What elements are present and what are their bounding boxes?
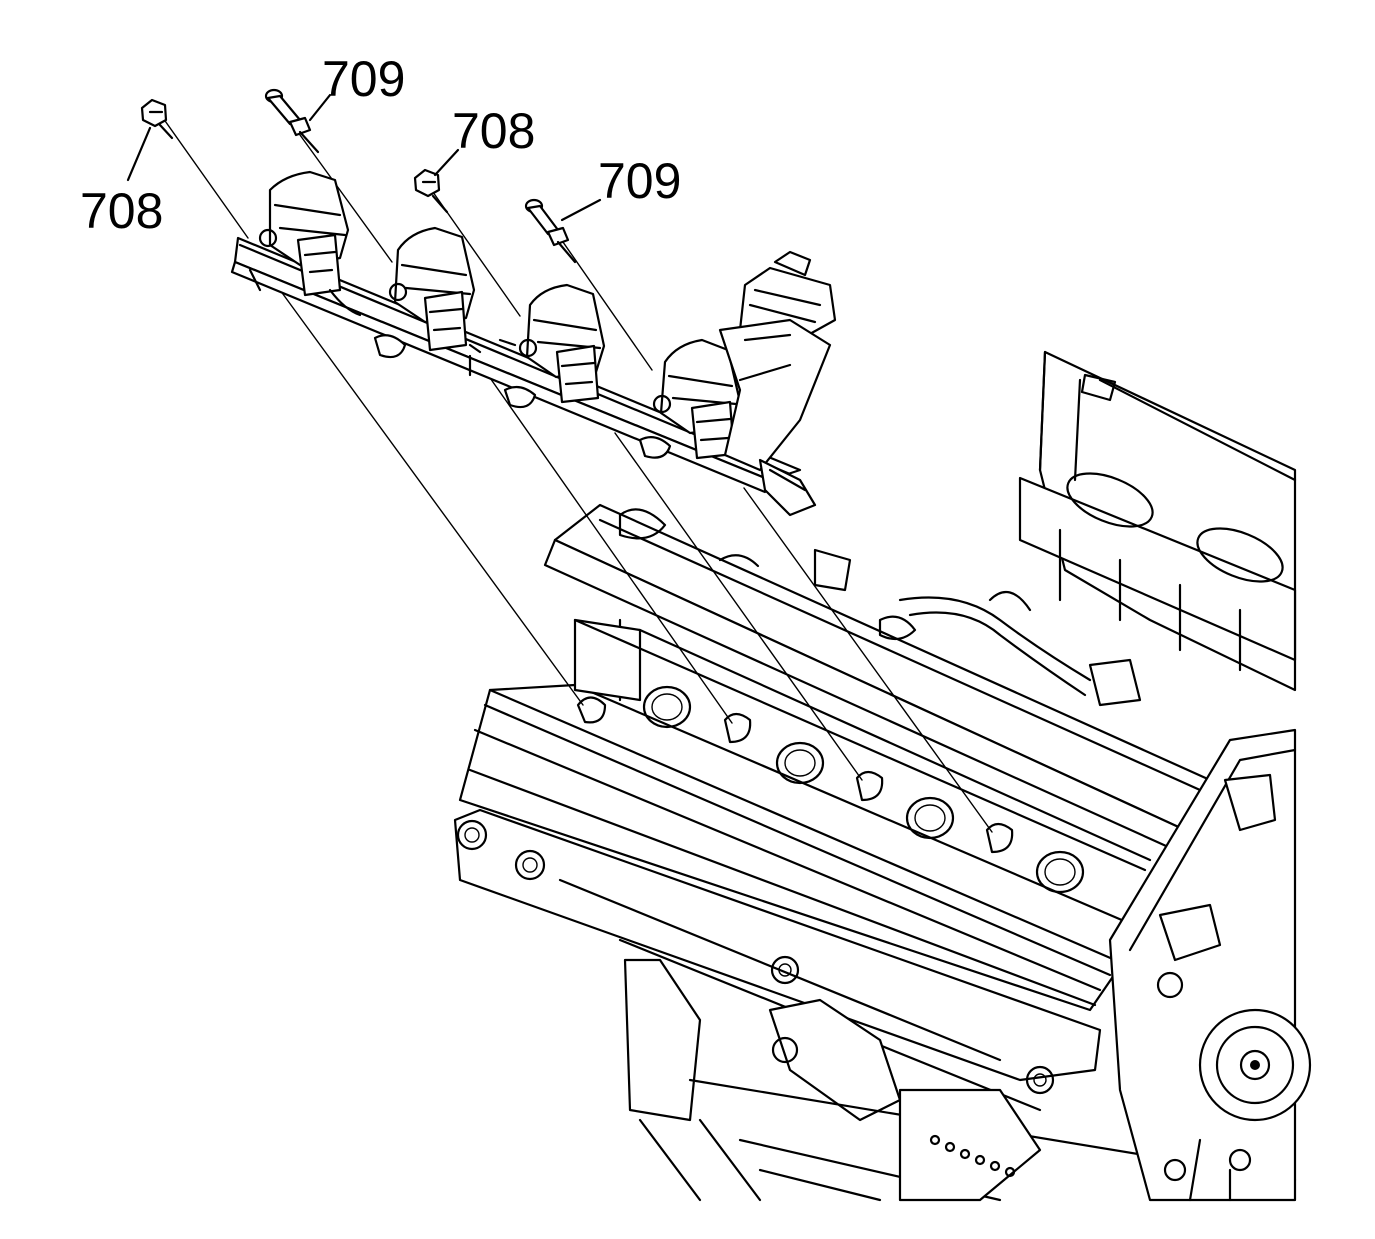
coil-mount-bosses: [576, 696, 1014, 854]
ignition-coil-2: [373, 226, 476, 359]
wiring-connector-pins: [929, 1134, 1016, 1178]
fastener-stud-right: [524, 198, 577, 264]
lower-block: [453, 808, 1297, 1202]
engine-block: [453, 350, 1312, 1202]
valve-cover: [543, 503, 1212, 852]
ignition-coil-3: [503, 283, 606, 409]
harness-connector: [718, 250, 837, 517]
intake-manifold: [1018, 350, 1297, 692]
callout-708-center: 708: [452, 103, 535, 159]
callout-708-left: 708: [80, 183, 163, 239]
fastener-bolt-center: [413, 168, 449, 214]
harness: [898, 590, 1142, 707]
fastener-bolt-left: [140, 98, 174, 140]
alignment-lines: [162, 117, 993, 833]
ignition-coil-1: [258, 170, 362, 317]
front-cover: [1108, 728, 1312, 1202]
callout-709-left: 709: [322, 51, 405, 107]
spark-plug-holes: [642, 685, 1085, 894]
ignition-coil-bracket: [230, 236, 802, 494]
cylinder-head: [458, 618, 1152, 1012]
callout-709-right: 709: [598, 153, 681, 209]
leader-lines: [126, 93, 602, 222]
ignition-coil-4: [638, 338, 742, 460]
fastener-stud-left: [264, 88, 320, 154]
